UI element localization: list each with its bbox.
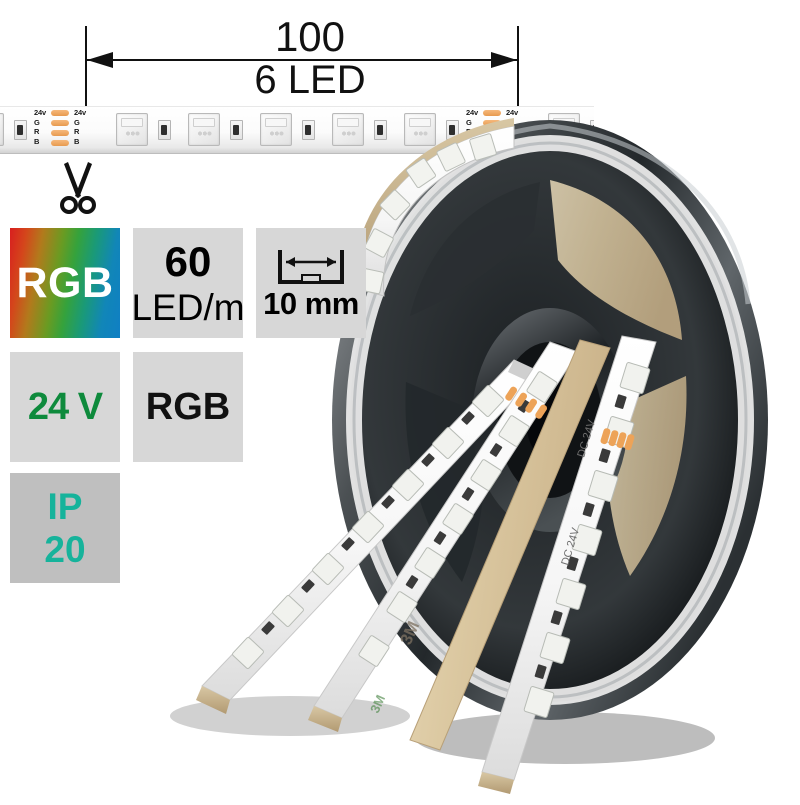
badge-led-density: 60 LED/m (131, 228, 245, 338)
badge-led-density-value: 60 (164, 237, 212, 285)
dimension-length-label: 100 (274, 13, 346, 60)
led-package (260, 113, 292, 146)
badge-rgb-color-label: RGB (16, 258, 114, 307)
led-package (0, 113, 4, 146)
extension-line-left (85, 26, 87, 118)
extension-line-right (517, 26, 519, 118)
resistor (14, 120, 27, 140)
solder-pad-cluster (49, 110, 71, 148)
draped-led-strips: 3M 3M (196, 335, 657, 794)
resistor (230, 120, 243, 140)
width-measure-icon (278, 249, 344, 284)
resistor (374, 120, 387, 140)
led-package (404, 113, 436, 146)
product-photo: T SQ (110, 90, 800, 800)
led-package (332, 113, 364, 146)
scissors-icon-left (60, 162, 96, 214)
badge-voltage: 24 V (10, 352, 120, 462)
badge-width-label: 10 mm (263, 285, 359, 321)
badge-rgb-color-gradient: RGB (10, 228, 120, 338)
badge-ip-prefix: IP (47, 486, 83, 527)
dimension-arrow-left-icon (87, 52, 113, 68)
badge-ip-rating: 20 (44, 529, 86, 570)
resistor (302, 120, 315, 140)
badge-color-mode-label: RGB (145, 386, 231, 428)
badge-width: 10 mm (256, 228, 366, 338)
reel-and-strips-illustration: T SQ (170, 118, 768, 794)
dimension-line (87, 59, 517, 61)
dimension-led-count-label: 6 LED (254, 58, 366, 102)
led-package (188, 113, 220, 146)
led-package (116, 113, 148, 146)
badge-led-density-unit: LED/m (131, 286, 245, 328)
dimension-arrow-right-icon (491, 52, 517, 68)
badge-voltage-label: 24 V (27, 386, 103, 428)
svg-text:3M: 3M (367, 693, 388, 716)
badge-color-mode: RGB (133, 352, 243, 462)
resistor (158, 120, 171, 140)
badge-ingress-protection: IP 20 (10, 473, 120, 583)
